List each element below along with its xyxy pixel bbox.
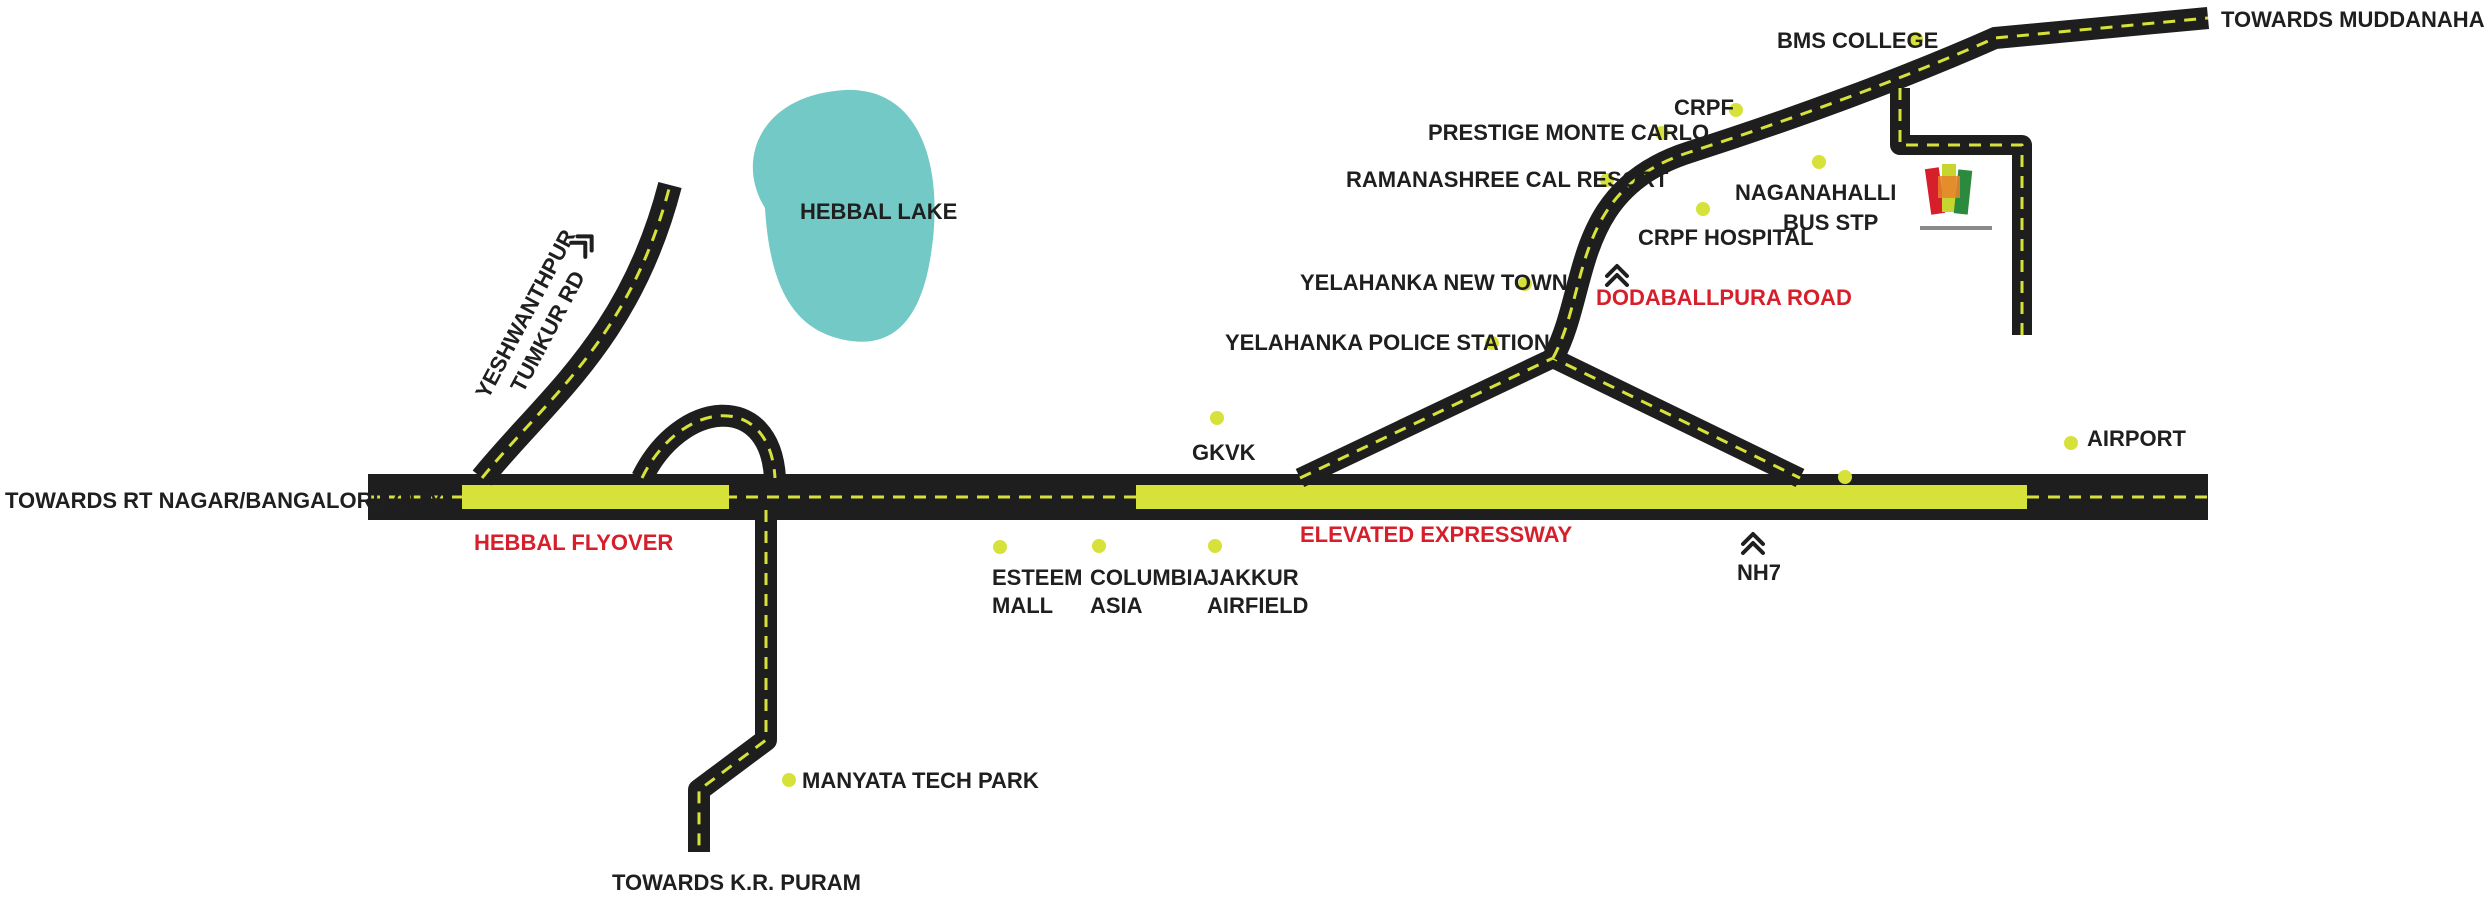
label-bms-college: BMS COLLEGE	[1777, 28, 1938, 53]
marker-crpf-hospital	[1696, 202, 1710, 216]
label-esteem-line2: MALL	[992, 593, 1053, 618]
hebbal-lake	[752, 89, 935, 342]
doddaballapura-chevron-icon	[1605, 264, 1629, 287]
marker-yelahanka-new-town	[1518, 277, 1532, 291]
hebbal-flyover-highlight	[462, 485, 729, 509]
label-doddaballpura-road: DODABALLPURA ROAD	[1596, 285, 1852, 310]
label-nh7: NH7	[1737, 560, 1781, 585]
label-naganahalli-line2: BUS STP	[1783, 210, 1878, 235]
marker-prestige	[1655, 126, 1669, 140]
label-columbia-line1: COLUMBIA	[1090, 565, 1209, 590]
project-access-road	[1890, 88, 2032, 335]
marker-nh7	[1838, 470, 1852, 484]
marker-jakkur	[1208, 539, 1222, 553]
label-crpf: CRPF	[1674, 95, 1734, 120]
marker-ramanashree	[1600, 173, 1614, 187]
lake-label: HEBBAL LAKE	[800, 199, 957, 224]
marker-manyata	[782, 773, 796, 787]
marker-gkvk	[1210, 411, 1224, 425]
nh7-chevron-icon	[1741, 532, 1765, 555]
label-columbia-line2: ASIA	[1090, 593, 1143, 618]
label-towards-muddanahalli: TOWARDS MUDDANAHALLI	[2221, 7, 2485, 32]
junction-roads	[1295, 348, 1805, 488]
label-airport: AIRPORT	[2087, 426, 2187, 451]
label-jakkur-line2: AIRFIELD	[1207, 593, 1308, 618]
kr-puram-road	[688, 510, 777, 852]
marker-bms-college	[1909, 32, 1923, 46]
marker-columbia	[1092, 539, 1106, 553]
marker-crpf	[1729, 103, 1743, 117]
marker-yelahanka-police	[1485, 336, 1499, 350]
label-gkvk: GKVK	[1192, 440, 1256, 465]
tumkur-road	[472, 181, 682, 486]
label-jakkur-line1: JAKKUR	[1207, 565, 1299, 590]
hebbal-loop	[632, 404, 786, 484]
label-esteem-line1: ESTEEM	[992, 565, 1082, 590]
label-crpf-hospital: CRPF HOSPITAL	[1638, 225, 1814, 250]
tumkur-chevron-icon	[569, 234, 594, 259]
label-yelahanka-new-town: YELAHANKA NEW TOWN	[1300, 270, 1568, 295]
label-naganahalli-line1: NAGANAHALLI	[1735, 180, 1896, 205]
doddaballapura-road	[1543, 7, 2210, 364]
label-yelahanka-police: YELAHANKA POLICE STATION	[1225, 330, 1550, 355]
elevated-expressway-highlight	[1136, 485, 2027, 509]
project-logo-icon	[1920, 164, 1992, 230]
label-prestige: PRESTIGE MONTE CARLO	[1428, 120, 1709, 145]
label-hebbal-flyover: HEBBAL FLYOVER	[474, 530, 673, 555]
label-ramanashree: RAMANASHREE CAL RESORT	[1346, 167, 1669, 192]
road-network	[368, 7, 2210, 852]
label-manyata: MANYATA TECH PARK	[802, 768, 1039, 793]
label-towards-rt-nagar: TOWARDS RT NAGAR/BANGALORE CITY	[5, 488, 444, 513]
landmark-markers	[782, 32, 2078, 787]
label-elevated-expressway: ELEVATED EXPRESSWAY	[1300, 522, 1573, 547]
marker-esteem	[993, 540, 1007, 554]
marker-airport	[2064, 436, 2078, 450]
label-towards-kr-puram: TOWARDS K.R. PURAM	[612, 870, 861, 895]
marker-naganahalli	[1812, 155, 1826, 169]
